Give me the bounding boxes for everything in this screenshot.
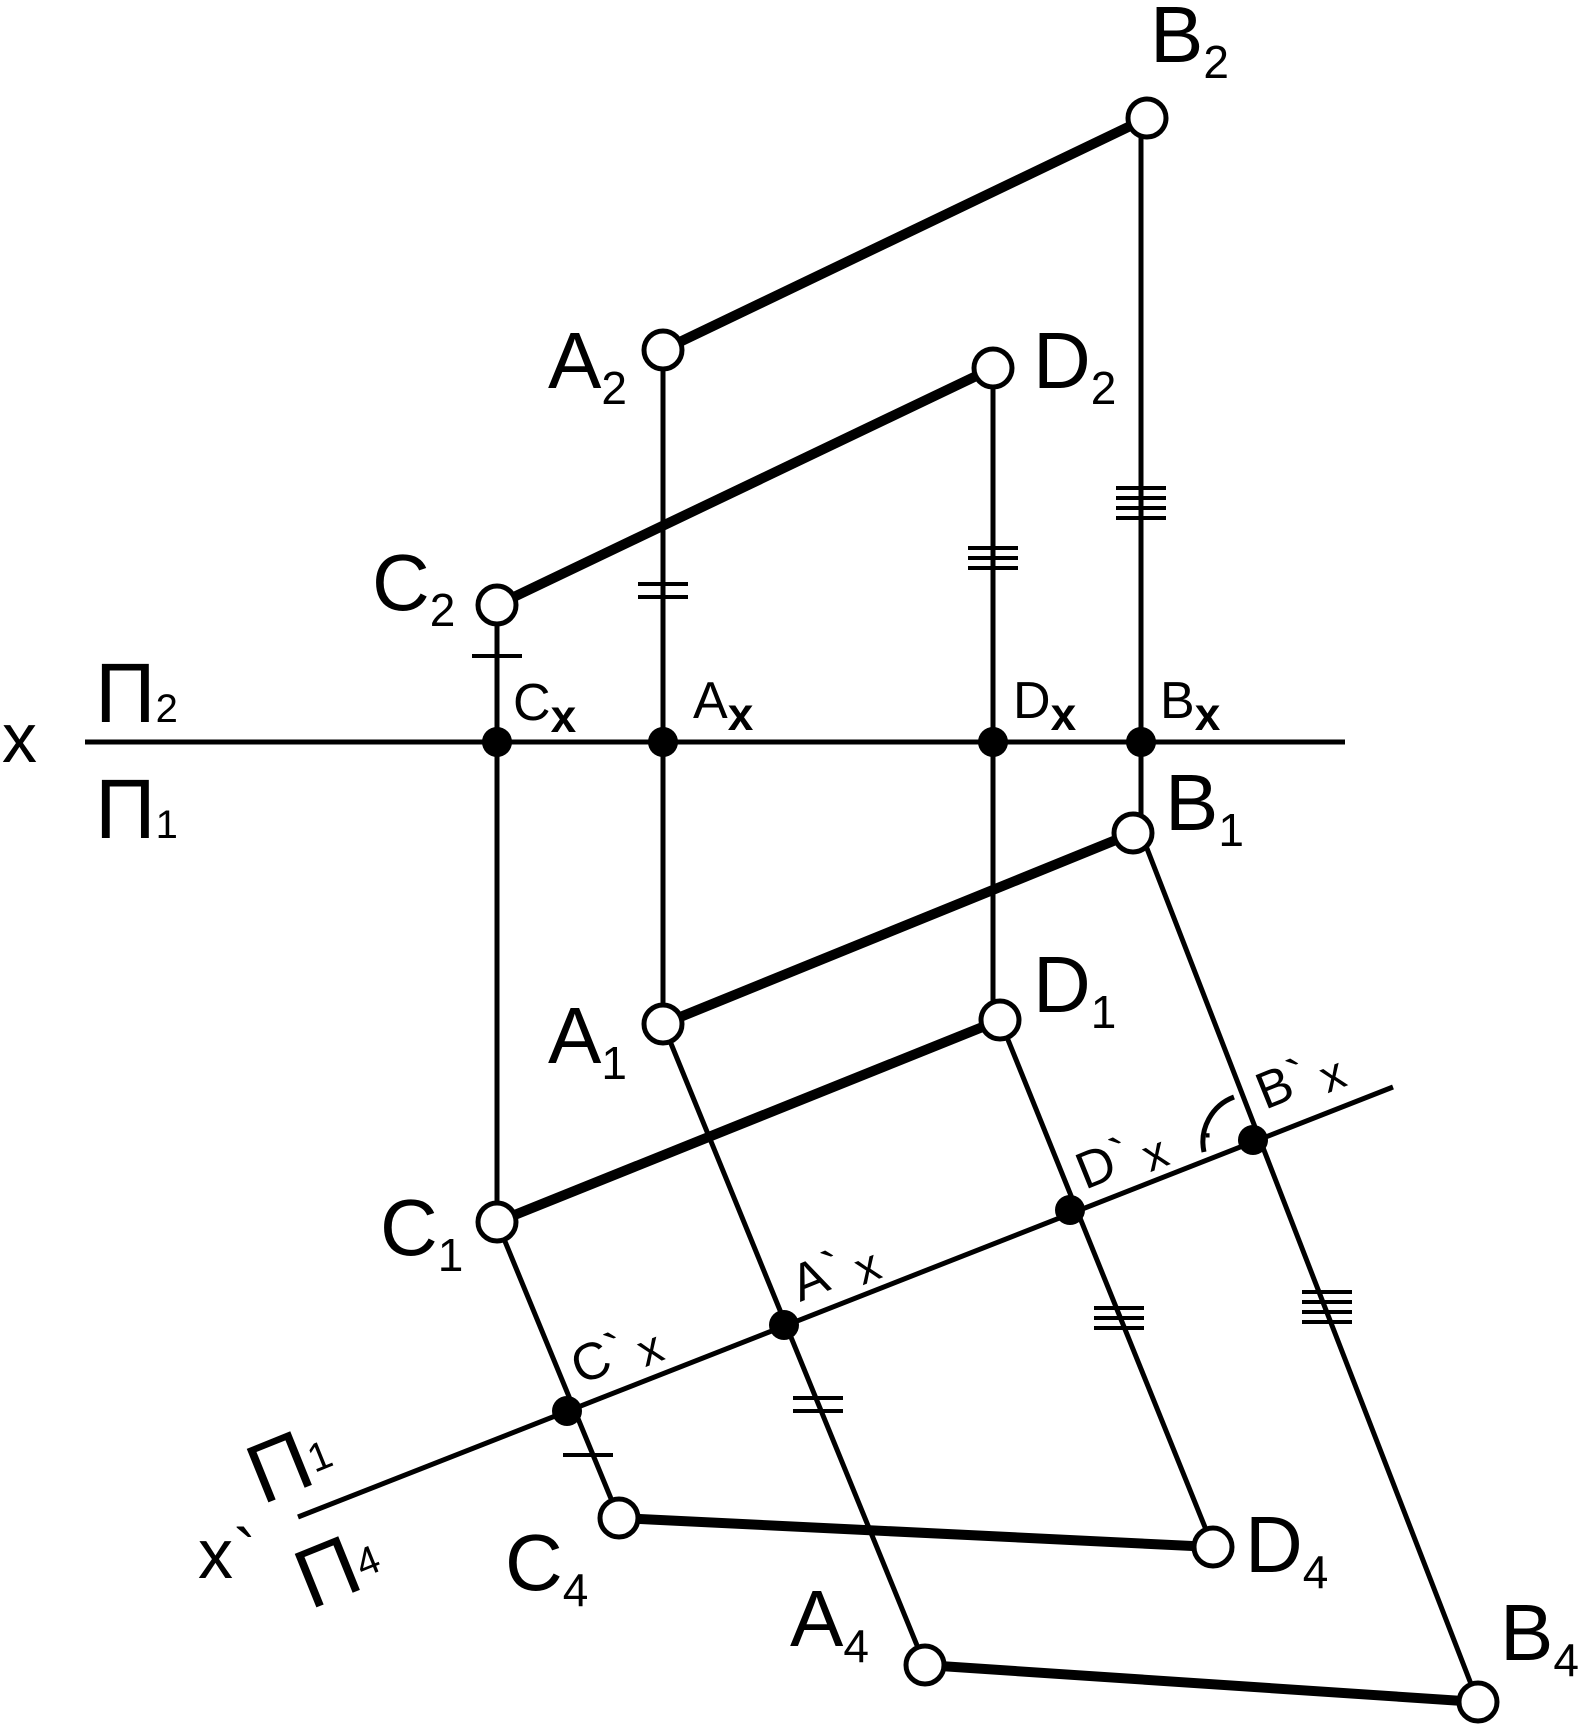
label-a4: A4 (790, 1574, 869, 1672)
plane-p4-label: Π4 (282, 1508, 394, 1626)
label-a1: A1 (548, 991, 627, 1089)
segment-c1-d1 (495, 1015, 1002, 1227)
projection-line-c-new (494, 1221, 622, 1519)
segment-a1-b1 (661, 828, 1135, 1029)
label-d2: D2 (1033, 316, 1116, 414)
label-dx: Dx (1013, 672, 1077, 740)
segment-c4-d4 (618, 1513, 1214, 1552)
plane-p1-label: Π1 (95, 762, 178, 856)
right-angle-arc (1200, 1094, 1235, 1153)
label-b4: B4 (1500, 1588, 1579, 1686)
label-a2: A2 (548, 316, 627, 414)
label-d1: D1 (1033, 940, 1116, 1038)
projection-line-b-new (1138, 832, 1481, 1703)
label-b1: B1 (1165, 758, 1244, 856)
label-d4: D4 (1245, 1500, 1328, 1598)
axis-intersection-points (482, 727, 1268, 1426)
label-ax: Ax (693, 672, 754, 740)
segment-a4-b4 (924, 1660, 1479, 1707)
label-c4: C4 (505, 1518, 588, 1616)
tick-marks (472, 486, 1352, 1457)
x-prime-axis-label: x` (198, 1515, 256, 1593)
label-c1: C1 (380, 1183, 463, 1281)
label-b2: B2 (1150, 0, 1229, 88)
label-cpx: C`x (563, 1309, 670, 1402)
segment-c2-d2 (494, 363, 996, 610)
projection-line-d-new (997, 1019, 1216, 1548)
x-axis-label: x (2, 699, 37, 777)
label-bx: Bx (1160, 672, 1221, 740)
label-cx: Cx (513, 674, 577, 742)
plane-p2-label: Π2 (95, 646, 178, 740)
label-c2: C2 (372, 538, 455, 636)
projection-line-a-new (660, 1023, 928, 1666)
segment-a2-b2 (660, 113, 1150, 355)
right-angle-dot: · (1201, 1111, 1214, 1155)
label-bpx: B`x (1248, 1035, 1353, 1127)
projection-points (475, 96, 1500, 1724)
x-prime-axis-line (297, 1084, 1394, 1520)
